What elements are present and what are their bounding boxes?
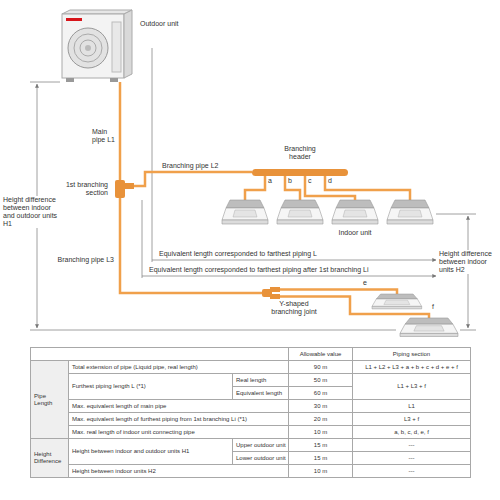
table-cell: Allowable value <box>288 347 353 361</box>
table-cell: --- <box>352 451 471 465</box>
table-cell: Max. real length of indoor unit connecti… <box>68 425 289 439</box>
reference-line <box>30 82 60 83</box>
dimension-label: Equivalent length corresponded to farthe… <box>148 266 369 274</box>
table-cell: Lower outdoor unit <box>232 451 289 465</box>
unit-side <box>124 10 132 78</box>
pipe-letter: e <box>363 279 367 287</box>
dimension-label: Height difference between indoor and out… <box>2 196 64 228</box>
dimension-arrow <box>142 276 436 277</box>
table-cell: Height Difference <box>30 438 69 478</box>
dimension-label: Height difference between indoor units H… <box>438 250 494 274</box>
pipe-label: Branching pipe L3 <box>52 256 114 264</box>
table-cell: Max. equivalent length of furthest pipin… <box>68 412 289 426</box>
table-cell: 15 m <box>288 451 353 465</box>
reference-line <box>142 200 143 278</box>
table-cell: 30 m <box>288 399 353 413</box>
node-label: Indoor unit <box>328 229 382 237</box>
table-cell: --- <box>352 438 471 452</box>
pipe-connector <box>134 172 252 186</box>
dimension-arrow <box>152 260 436 261</box>
pipe-letter: a <box>268 177 272 185</box>
node-label: Outdoor unit <box>140 20 192 28</box>
unit-foot <box>110 78 118 82</box>
unit-front <box>62 14 124 78</box>
table-cell: 90 m <box>288 360 353 374</box>
fan-grille <box>80 40 96 56</box>
branch-joint <box>124 183 134 189</box>
indoor-unit-illustration <box>400 318 458 336</box>
reference-line <box>30 330 396 331</box>
table-cell: Total extension of pipe (Liquid pipe, re… <box>68 360 289 374</box>
reference-line <box>152 48 153 262</box>
pipe-letter: f <box>432 303 434 311</box>
table-cell: Furthest piping length L (*1) <box>68 373 233 400</box>
reference-line <box>436 214 476 215</box>
pipe-label: Branching pipe L2 <box>162 162 218 170</box>
fan-hub <box>85 45 91 51</box>
table-cell: L1 + L3 + f <box>352 373 471 400</box>
node-label: 1st branching section <box>48 181 108 197</box>
y-joint <box>270 294 280 299</box>
dimension-lines <box>30 48 476 330</box>
table-cell: Height between indoor units H2 <box>68 464 289 478</box>
pipe-label: c <box>308 177 312 185</box>
pipe-letter: d <box>328 177 332 185</box>
outdoor-unit-illustration <box>62 10 132 82</box>
indoor-unit-illustration <box>372 294 422 309</box>
pipes <box>245 176 429 318</box>
logo-mark <box>66 18 82 21</box>
table-cell: a, b, c, d, e, f <box>352 425 471 439</box>
header-bar <box>252 169 348 176</box>
indoor-unit-illustration <box>277 200 323 224</box>
y-joint <box>270 287 280 292</box>
table-cell: Max. equivalent length of main pipe <box>68 399 289 413</box>
table-cell: 50 m <box>288 373 353 387</box>
unit-foot <box>66 78 74 82</box>
table-cell: 15 m <box>288 438 353 452</box>
table-cell: 20 m <box>288 412 353 426</box>
table-cell: Piping section <box>352 347 471 361</box>
pipe-connector <box>305 176 355 200</box>
indoor-unit-illustration <box>332 200 378 224</box>
pipe-letter: b <box>288 177 292 185</box>
fan-grille <box>74 34 102 62</box>
pipe <box>280 290 397 295</box>
indoor-unit-illustration <box>222 200 268 224</box>
node-label: Branching header <box>274 145 326 161</box>
pipe-connector <box>119 82 122 180</box>
table-cell: 10 m <box>288 464 353 478</box>
table-cell: Upper outdoor unit <box>232 438 289 452</box>
indoor-unit-illustration <box>387 200 433 224</box>
table-cell <box>30 347 289 361</box>
pipe <box>285 176 300 200</box>
y-branching-joint: Y-shaped branching joint <box>262 287 326 316</box>
table-cell: 60 m <box>288 386 353 400</box>
unit-top <box>62 10 132 14</box>
branching-header: Branching header <box>252 145 348 176</box>
table-cell: L3 + f <box>352 412 471 426</box>
table-cell: L1 + L2 + L3 + a + b + c + d + e + f <box>352 360 471 374</box>
outdoor-unit: Outdoor unit <box>62 12 192 82</box>
table-cell: Height between indoor and outdoor units … <box>68 438 233 465</box>
table-cell: --- <box>352 464 471 478</box>
table-cell: 10 m <box>288 425 353 439</box>
table-cell: Equivalent length <box>232 386 289 400</box>
table-cell: Real length <box>232 373 289 387</box>
pipe <box>245 176 265 200</box>
indoor-unit: Indoor unit <box>328 200 382 237</box>
dimension-label: Equivalent length corresponded to farthe… <box>158 250 318 258</box>
side-panel <box>112 22 121 72</box>
pipe-connector <box>120 198 262 293</box>
pipe-label: Main pipe L1 <box>92 128 116 144</box>
branch-joint <box>115 180 125 198</box>
branching-section: 1st branching section <box>48 180 134 198</box>
fan-grille <box>68 28 108 68</box>
table-cell: Pipe Length <box>30 360 69 439</box>
node-label: Y-shaped branching joint <box>264 300 324 316</box>
table-cell: L1 <box>352 399 471 413</box>
reference-line <box>460 330 476 331</box>
